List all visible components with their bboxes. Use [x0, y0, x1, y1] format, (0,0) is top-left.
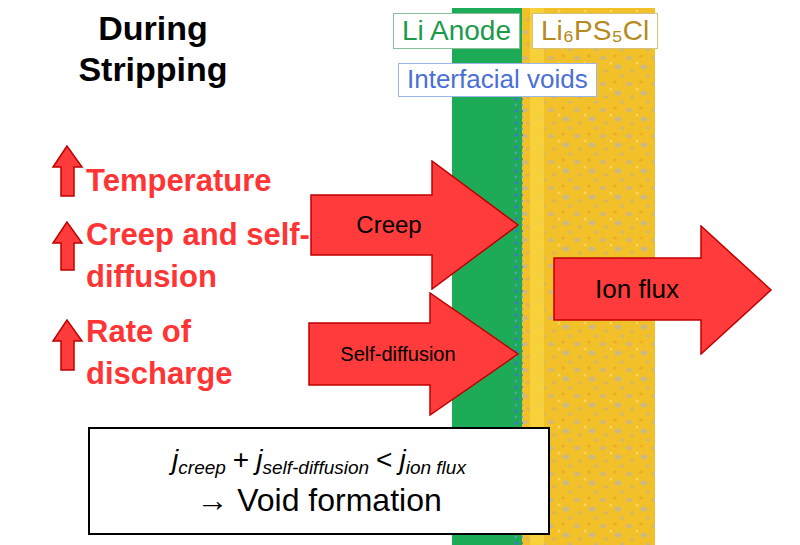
flux-symbol: j [172, 444, 178, 475]
arrow-body [554, 226, 771, 354]
layer-label: Li Anode [402, 15, 511, 46]
result-text: → Void formation [196, 480, 441, 520]
factor-label: Creep and self-diffusion [86, 214, 326, 298]
operator: + [233, 444, 249, 475]
up-arrow [53, 222, 82, 270]
callout-box: Interfacial voids [398, 63, 597, 97]
layer-label: Interfacial voids [407, 64, 588, 94]
up-arrow [53, 320, 82, 370]
factor-label: Rate of discharge [86, 311, 326, 395]
formula-box: jcreep+jself-diffusion<jion flux→ Void f… [88, 427, 550, 535]
flux-arrow: Creep [310, 160, 520, 290]
layer-tag: Li Anode [393, 13, 520, 49]
arrow-body [311, 161, 518, 289]
arrow-text-box: Ion flux [557, 258, 717, 320]
title: During Stripping [58, 8, 248, 90]
flux-arrow: Self-diffusion [308, 292, 520, 416]
formula-row: jcreep+jself-diffusion<jion flux [172, 442, 466, 481]
subscript: self-diffusion [262, 457, 369, 478]
subscript: creep [178, 457, 226, 478]
arrow-text-box: Creep [314, 195, 464, 255]
flux-symbol: j [256, 444, 262, 475]
arrow-body [309, 293, 518, 415]
arrow-text-box: Self-diffusion [312, 323, 484, 385]
flux-symbol: j [399, 444, 405, 475]
arrow-label: Creep [356, 211, 421, 239]
layer-label: Li₆PS₅Cl [541, 15, 649, 46]
layer-tag: Li₆PS₅Cl [532, 13, 658, 49]
operator: < [376, 444, 392, 475]
arrow-label: Self-diffusion [340, 343, 455, 366]
up-arrow [53, 146, 82, 196]
factor-label: Temperature [86, 160, 326, 202]
subscript: ion flux [406, 457, 466, 478]
flux-arrow: Ion flux [553, 225, 773, 355]
arrow-label: Ion flux [595, 274, 679, 305]
